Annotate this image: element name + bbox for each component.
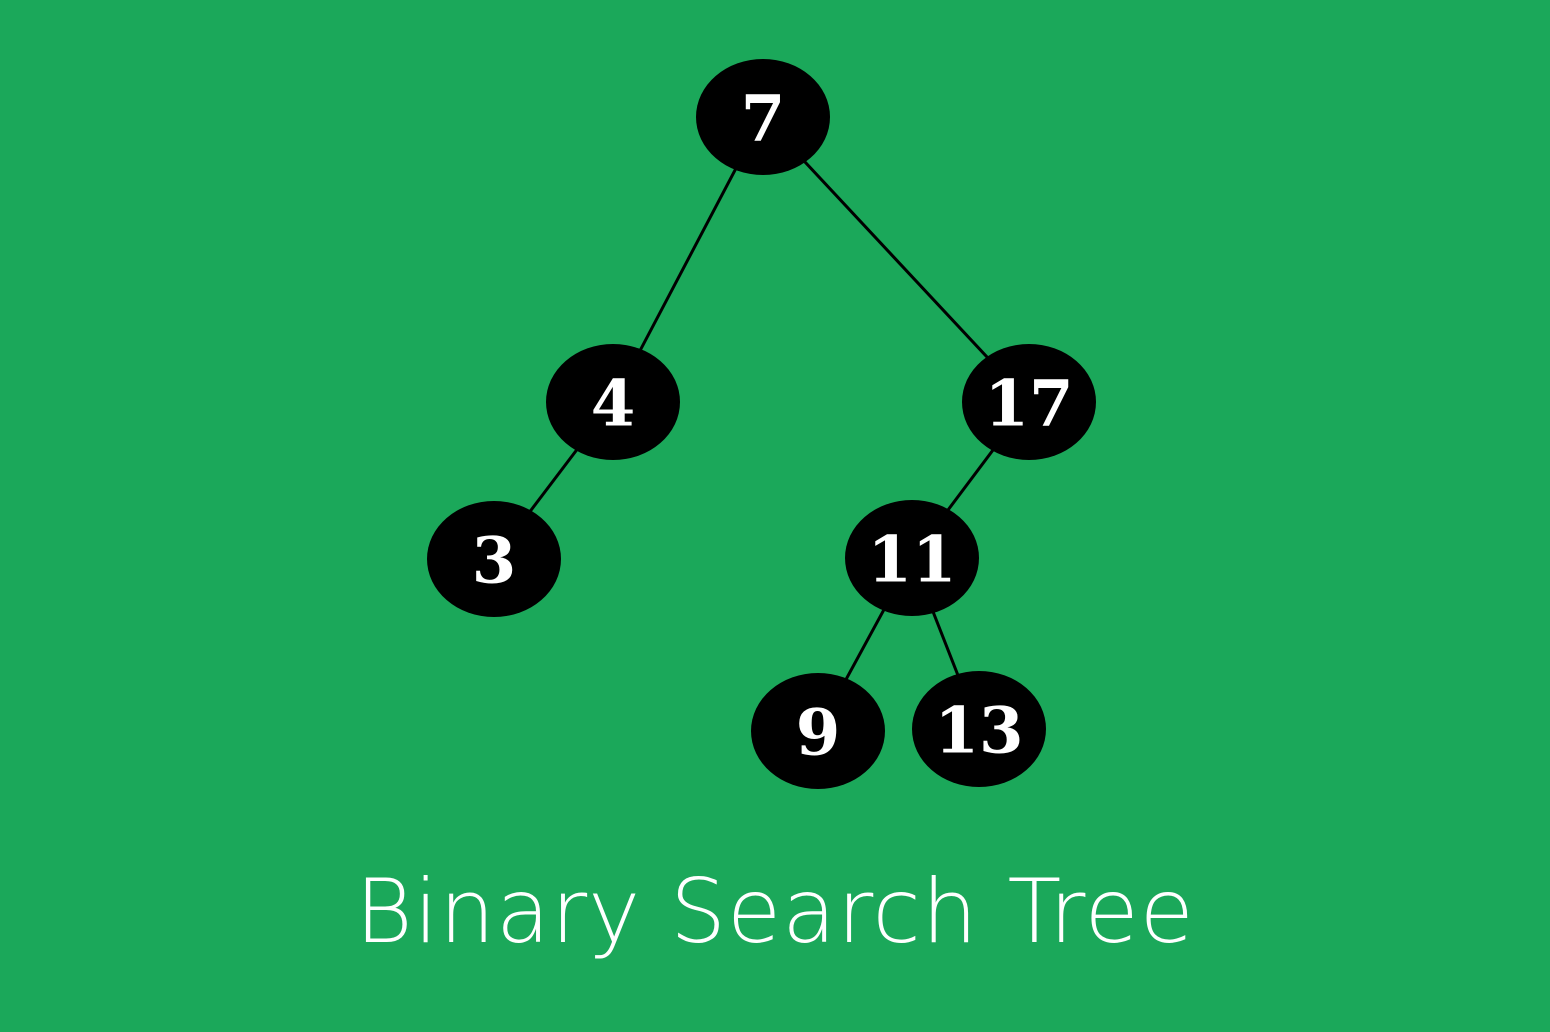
- node-label: 11: [867, 523, 956, 598]
- tree-node-7: 7: [696, 59, 830, 175]
- node-circle: [845, 500, 979, 616]
- node-circle: [546, 344, 680, 460]
- tree-node-11: 11: [845, 500, 979, 616]
- node-label: 9: [796, 696, 841, 771]
- node-label: 3: [472, 524, 517, 599]
- node-label: 7: [741, 82, 786, 157]
- node-circle: [912, 671, 1046, 787]
- tree-node-17: 17: [962, 344, 1096, 460]
- node-label: 4: [591, 367, 636, 442]
- node-circle: [696, 59, 830, 175]
- node-circle: [427, 501, 561, 617]
- edge-n7-n17: [761, 115, 1031, 404]
- node-label: 17: [984, 367, 1073, 442]
- tree-node-3: 3: [427, 501, 561, 617]
- diagram-caption: Binary Search Tree: [355, 860, 1195, 963]
- tree-node-13: 13: [912, 671, 1046, 787]
- nodes-layer: 7 4 17 3 11 9 13: [427, 59, 1096, 789]
- tree-node-9: 9: [751, 673, 885, 789]
- node-circle: [962, 344, 1096, 460]
- node-circle: [751, 673, 885, 789]
- node-label: 13: [934, 694, 1023, 769]
- tree-node-4: 4: [546, 344, 680, 460]
